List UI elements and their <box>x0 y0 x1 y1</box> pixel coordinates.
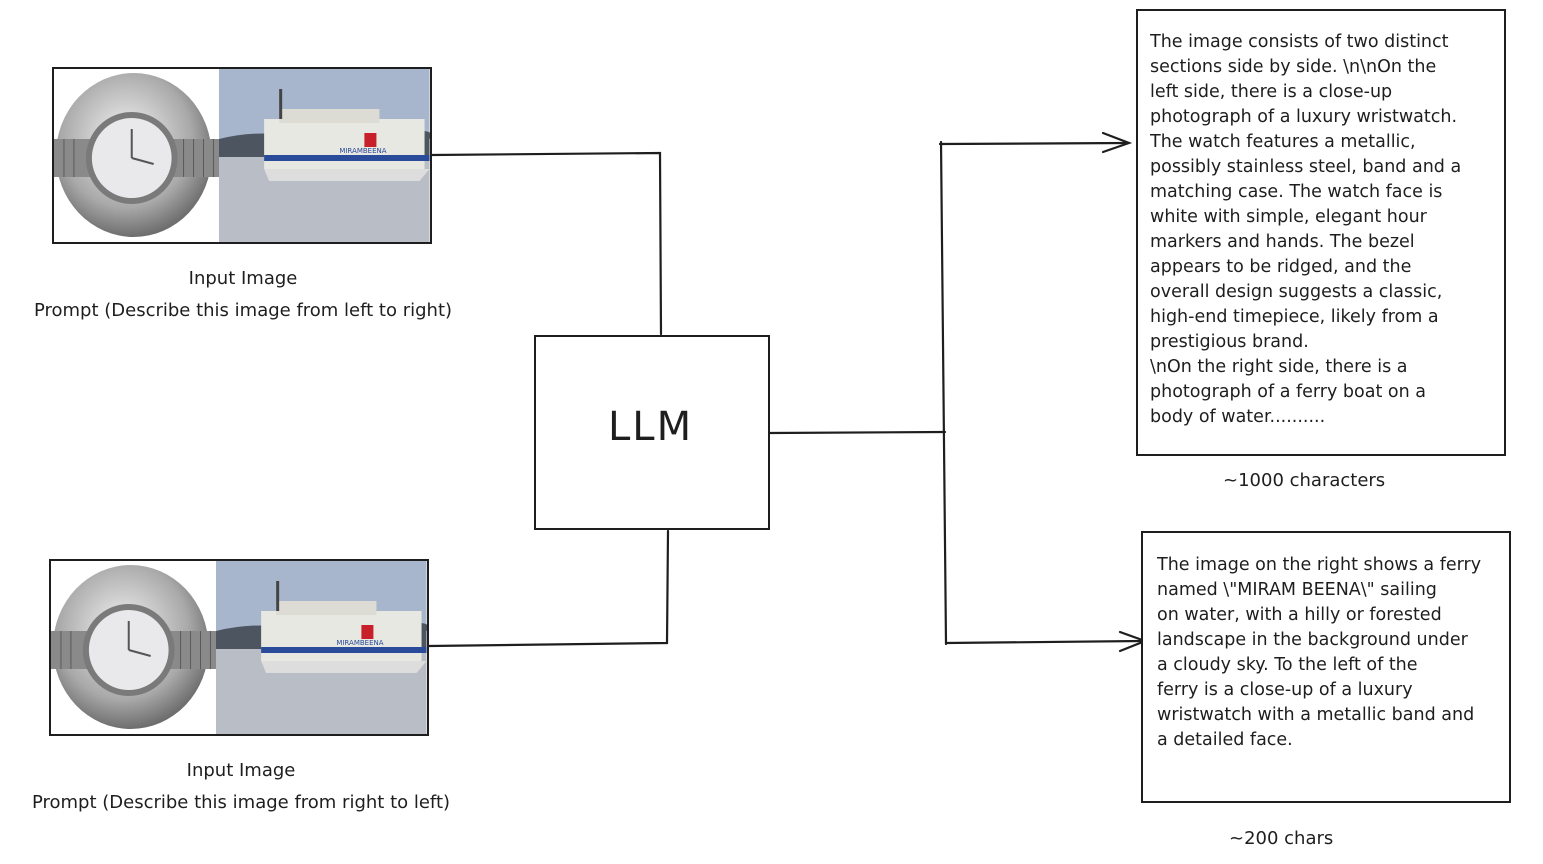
input-caption-top: Input Image Prompt (Describe this image … <box>0 263 486 327</box>
ferry-photo: MIRAMBEENA <box>219 69 430 242</box>
top-output-arrow <box>938 141 1130 146</box>
bottom-input-connector <box>427 529 670 648</box>
output-box-short <box>1141 531 1511 803</box>
output-text-short: The image on the right shows a ferry nam… <box>1157 555 1482 750</box>
input-image-top: MIRAMBEENA <box>52 67 432 244</box>
watch-photo <box>54 69 220 242</box>
output-box-long <box>1136 9 1506 456</box>
llm-box <box>534 335 770 530</box>
output-text-long: The image consists of two distinct secti… <box>1150 32 1462 427</box>
branch-vertical <box>939 140 948 646</box>
prompt-label: Prompt (Describe this image from left to… <box>33 300 453 321</box>
ferry-photo: MIRAMBEENA <box>216 561 427 734</box>
output-length-note-long: ~1000 characters <box>1223 470 1386 491</box>
watch-photo <box>51 561 217 734</box>
prompt-label: Prompt (Describe this image from right t… <box>31 792 451 813</box>
input-image-bottom: MIRAMBEENA <box>49 559 429 736</box>
ferry-name-bottom: MIRAMBEENA <box>337 639 384 647</box>
llm-label: LLM <box>608 404 694 450</box>
output-length-note-short: ~200 chars <box>1229 828 1334 849</box>
top-input-connector <box>430 151 663 336</box>
input-caption-bottom: Input Image Prompt (Describe this image … <box>0 755 482 819</box>
input-label: Input Image <box>186 760 296 781</box>
ferry-name-top: MIRAMBEENA <box>340 147 387 155</box>
bottom-output-arrow <box>944 639 1145 645</box>
llm-output-connector <box>768 430 947 435</box>
top-arrow-head <box>1101 131 1133 154</box>
input-label: Input Image <box>188 268 298 289</box>
